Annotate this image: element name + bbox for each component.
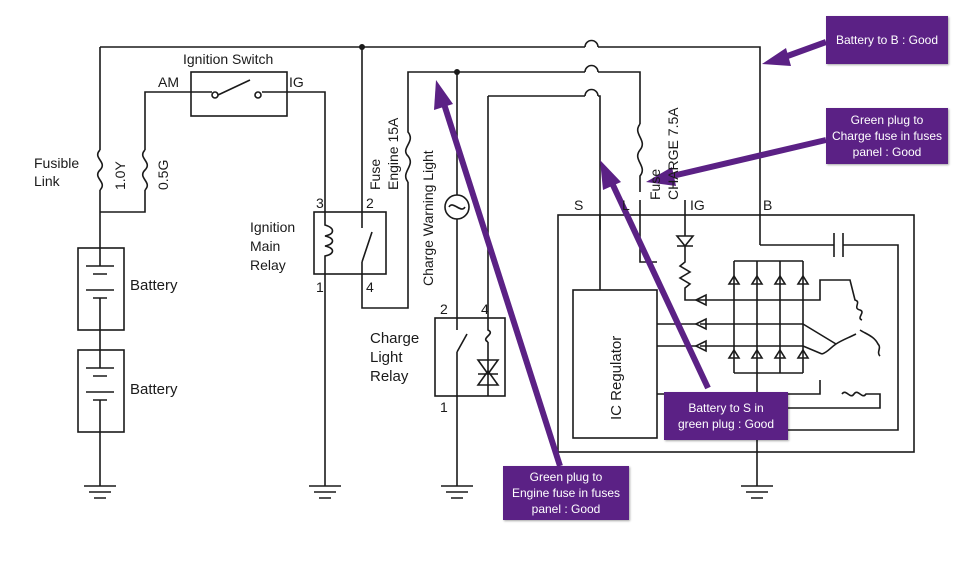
arrow-charge-fuse	[667, 137, 827, 180]
battery-top-cells	[86, 248, 114, 330]
callout-engine-fuse: Green plug to Engine fuse in fuses panel…	[503, 466, 629, 520]
ignition-switch-box	[190, 71, 288, 117]
ig-wire	[290, 91, 326, 208]
stator-windings	[802, 279, 881, 357]
callout-battery-to-b: Battery to B : Good	[826, 16, 948, 64]
charge-relay-label-2: Light	[370, 349, 403, 366]
rectifier-rails	[700, 260, 804, 374]
arrow-head-battery-to-b	[762, 48, 791, 66]
charge-relay-label-3: Relay	[370, 368, 409, 385]
arrow-head-engine-fuse	[434, 80, 453, 110]
output-capacitor	[757, 233, 899, 431]
link-label: Link	[34, 173, 61, 189]
ignition-relay-label-1: Ignition	[250, 219, 295, 235]
battery-bottom-cells	[86, 350, 114, 432]
junction-dot-top	[359, 44, 365, 50]
terminal-b-label: B	[763, 197, 772, 213]
ic-regulator-label: IC Regulator	[608, 336, 625, 420]
relay-pin-4: 4	[366, 279, 374, 295]
am-label: AM	[158, 74, 179, 90]
callout-arrows	[434, 39, 828, 467]
charge-relay-switch	[456, 318, 468, 420]
ground-symbol-charge-relay	[441, 485, 473, 499]
callout-battery-to-s: Battery to S in green plug : Good	[664, 392, 788, 440]
ig-resistor	[678, 246, 700, 301]
ignition-switch-pivot	[211, 91, 219, 99]
relay-to-alternator-wire	[488, 88, 601, 230]
relay-pin4-wire	[361, 182, 409, 309]
charge-relay-pin-1: 1	[440, 399, 448, 415]
top-bus-wire	[100, 46, 761, 245]
arrow-head-battery-to-s	[600, 160, 621, 190]
charge-fuse	[636, 123, 644, 192]
rectifier-diodes	[694, 274, 810, 359]
second-bus-hop	[584, 64, 599, 73]
fusible-link-1-0y	[96, 149, 104, 191]
callout-charge-fuse: Green plug to Charge fuse in fuses panel…	[826, 108, 948, 164]
arrow-battery-to-b	[780, 39, 828, 61]
ignition-relay-contact	[361, 47, 373, 290]
charge-fuse-label-2: CHARGE 7.5A	[665, 107, 681, 200]
arrow-engine-fuse	[441, 103, 563, 467]
lamp-filament	[448, 204, 466, 210]
battery-top-label: Battery	[130, 277, 178, 294]
ignition-relay-label-3: Relay	[250, 257, 286, 273]
arrow-head-charge-fuse	[646, 167, 676, 186]
charge-relay-diode	[476, 359, 500, 386]
charge-warning-light-label: Charge Warning Light	[420, 150, 436, 286]
ig-switch-label: IG	[289, 74, 304, 90]
ground-symbol-relay	[309, 485, 341, 499]
battery-bottom-label: Battery	[130, 381, 178, 398]
top-bus-hop	[584, 39, 599, 48]
ground-symbol-alternator	[741, 485, 773, 499]
fuse-0-5g-label: 0.5G	[155, 160, 171, 190]
rotor-winding	[757, 391, 881, 409]
terminal-l-label: L	[622, 197, 630, 213]
charge-fuse-label-1: Fuse	[647, 169, 663, 200]
ground-symbol-battery	[84, 485, 116, 499]
engine-fuse	[404, 71, 457, 183]
ignition-relay-coil	[324, 208, 334, 288]
warning-light-wire	[456, 71, 641, 195]
alternator-box	[557, 214, 915, 453]
terminal-ig-label: IG	[690, 197, 705, 213]
relay-pin-3: 3	[316, 195, 324, 211]
ig-diode	[675, 235, 695, 248]
ignition-switch-label: Ignition Switch	[183, 51, 273, 67]
charge-relay-pin-4: 4	[481, 301, 489, 317]
fusible-branch-wire	[100, 91, 190, 213]
ignition-switch-contact	[190, 79, 290, 96]
ic-regulator-box	[572, 289, 658, 439]
arrow-battery-to-s	[609, 181, 711, 390]
battery-top-box	[77, 247, 125, 331]
relay-pin-1: 1	[316, 279, 324, 295]
battery-bottom-box	[77, 349, 125, 433]
engine-fuse-label-2: Engine 15A	[385, 117, 401, 190]
charge-relay-coil	[484, 96, 492, 396]
fusible-label: Fusible	[34, 155, 79, 171]
charge-relay-label-1: Charge	[370, 330, 419, 347]
terminal-s-label: S	[574, 197, 583, 213]
relay-pin-2: 2	[366, 195, 374, 211]
fuse-1-0y-label: 1.0Y	[112, 161, 128, 190]
engine-fuse-label-1: Fuse	[367, 159, 383, 190]
ignition-main-relay-box	[313, 211, 387, 275]
charge-relay-pin-2: 2	[440, 301, 448, 317]
ignition-relay-label-2: Main	[250, 238, 280, 254]
fusible-link-0-5g	[141, 149, 149, 191]
charge-light-relay-box	[434, 317, 506, 397]
junction-dot	[454, 69, 460, 75]
ignition-switch-terminal	[254, 91, 262, 99]
